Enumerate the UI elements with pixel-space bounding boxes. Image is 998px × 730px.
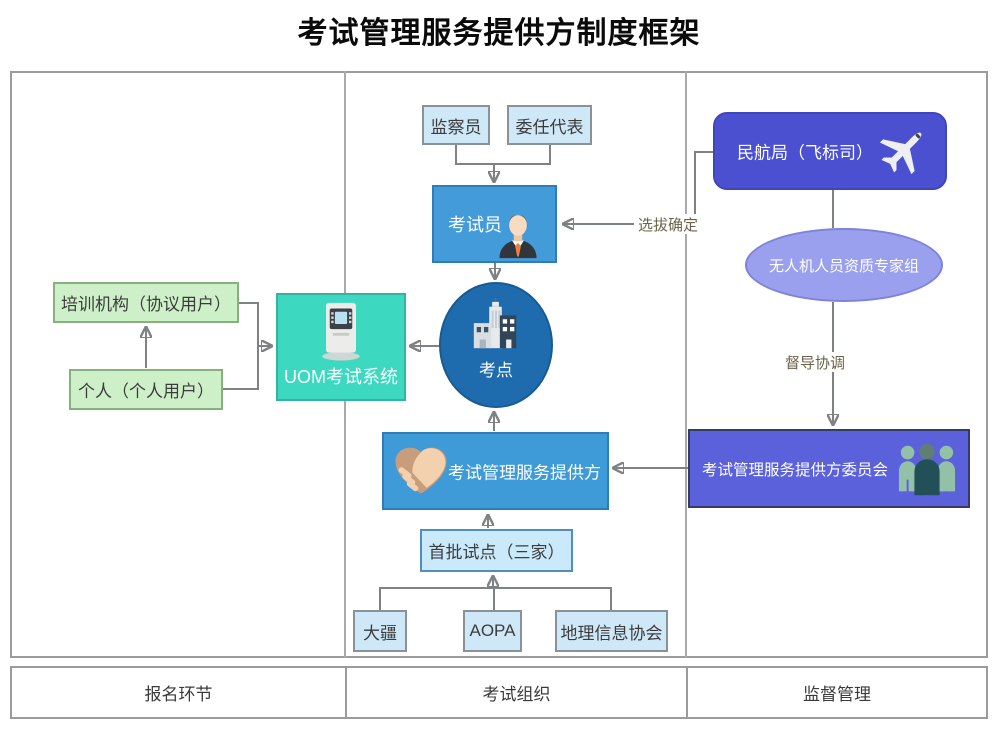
diagram-frame — [10, 71, 988, 658]
node-label: 委任代表 — [515, 117, 584, 137]
node-individual: 个人（个人用户） — [69, 369, 223, 410]
node-label: 监察员 — [430, 117, 482, 137]
node-first-pilot: 首批试点（三家） — [420, 529, 573, 572]
node-aopa: AOPA — [463, 610, 522, 652]
diagram-title: 考试管理服务提供方制度框架 — [297, 17, 701, 50]
node-label: UOM考试系统 — [284, 367, 398, 387]
node-label: 大疆 — [363, 623, 397, 643]
node-label: 考试管理服务提供方委员会 — [702, 461, 889, 479]
node-dji: 大疆 — [353, 610, 407, 652]
node-examiner: 考试员 — [432, 185, 557, 263]
node-label: 考试管理服务提供方 — [448, 463, 601, 483]
node-label: 个人（个人用户） — [78, 382, 214, 401]
node-training-org: 培训机构（协议用户） — [53, 282, 239, 323]
node-label: 考点 — [479, 361, 513, 380]
businessman-icon — [499, 214, 537, 259]
node-committee: 考试管理服务提供方委员会 — [688, 429, 970, 508]
node-exam-site: 考点 — [439, 282, 553, 408]
node-uom-system: UOM考试系统 — [276, 293, 406, 401]
node-label: 培训机构（协议用户） — [61, 295, 231, 314]
node-label: 地理信息协会 — [560, 623, 663, 643]
people-group-icon — [898, 443, 956, 496]
airplane-icon — [879, 132, 922, 175]
node-label: 考试员 — [448, 215, 502, 235]
lane-label-supervision: 监督管理 — [803, 685, 871, 704]
lane-label-registration: 报名环节 — [12, 668, 347, 717]
edge-label-supervision: 督导协调 — [783, 352, 847, 372]
node-expert-group: 无人机人员资质专家组 — [745, 228, 943, 302]
node-caac: 民航局（飞标司） — [713, 112, 947, 190]
node-label: AOPA — [469, 621, 516, 640]
node-label: 无人机人员资质专家组 — [768, 257, 919, 275]
buildings-icon — [473, 298, 517, 349]
node-label: 民航局（飞标司） — [737, 143, 873, 163]
lane-divider-2 — [685, 71, 687, 658]
lane-label-row: 报名环节 考试组织 监督管理 — [10, 666, 988, 719]
node-service-provider: 考试管理服务提供方 — [382, 432, 609, 510]
node-supervisor: 监察员 — [422, 105, 490, 145]
node-delegate: 委任代表 — [507, 105, 592, 145]
kiosk-terminal-icon — [322, 302, 360, 361]
edge-label-selection: 选拔确定 — [634, 214, 702, 234]
node-gis-association: 地理信息协会 — [555, 610, 668, 652]
handshake-icon — [395, 447, 447, 494]
lane-label-exam-organization: 考试组织 — [347, 668, 688, 717]
node-label: 首批试点（三家） — [428, 543, 565, 562]
